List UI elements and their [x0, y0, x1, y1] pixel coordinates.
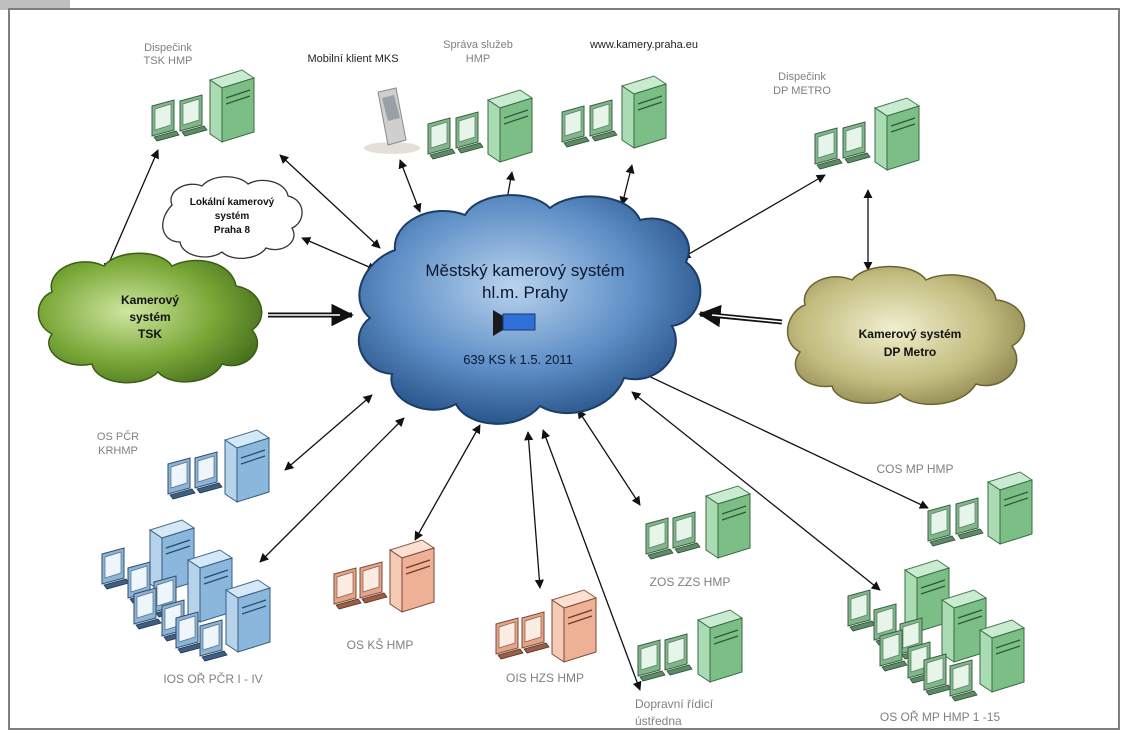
label-ios-or-pcr: IOS OŘ PČR I - IV: [163, 671, 262, 686]
label-ois-hzs: OIS HZS HMP: [506, 671, 584, 685]
label-os-pcr-line2: KRHMP: [98, 445, 138, 457]
label-metro-dispatch-line2: DP METRO: [773, 85, 831, 97]
label-os-pcr-line1: OS PČR: [97, 430, 139, 443]
central-cloud: Městský kamerový systém hl.m. Prahy 639 …: [358, 194, 702, 425]
label-metro-dispatch-line1: Dispečink: [778, 71, 826, 83]
local-cloud-line3: Praha 8: [214, 225, 251, 236]
central-title-line2: hl.m. Prahy: [482, 283, 568, 302]
computer-metro-dispatch: Dispečink DP METRO: [773, 71, 920, 171]
label-os-or-mp: OS OŘ MP HMP 1 -15: [880, 709, 1001, 724]
connectors: [104, 149, 929, 691]
connector-web-to-center: [619, 164, 635, 206]
connector-dopravni: [541, 429, 642, 691]
top-left-tab: [0, 0, 70, 10]
tsk-cloud-line1: Kamerový: [121, 293, 179, 307]
arrow-metro-cloud-highlight: [711, 314, 783, 323]
computer-cluster-os-or-mp: OS OŘ MP HMP 1 -15: [847, 559, 1025, 724]
camera-icon: [493, 310, 536, 336]
computer-cos-mp: COS MP HMP: [876, 462, 1033, 547]
label-tsk-dispatch-line2: TSK HMP: [144, 55, 193, 67]
computer-sprava-sluzeb: Správa služeb HMP: [427, 39, 533, 163]
computer-cluster-ios-or-pcr: IOS OŘ PČR I - IV: [101, 519, 271, 686]
connector-local-to-center: [301, 237, 377, 271]
computer-os-pcr: OS PČR KRHMP: [97, 429, 270, 503]
computer-zos-zzs: ZOS ZZS HMP: [645, 485, 751, 589]
connector-ois-hzs: [524, 431, 544, 589]
metro-cloud-line1: Kamerový systém: [859, 327, 962, 341]
label-dopravni-line2: ústředna: [635, 714, 682, 728]
connector-mobile-to-center: [398, 159, 422, 213]
mobile-phone-icon: [377, 87, 407, 146]
computer-os-ks: OS KŠ HMP: [333, 539, 435, 652]
label-sprava-line2: HMP: [466, 53, 490, 65]
label-os-ks: OS KŠ HMP: [347, 637, 414, 652]
metro-cloud: Kamerový systém DP Metro: [786, 265, 1026, 406]
central-stats: 639 KS k 1.5. 2011: [463, 352, 573, 367]
metro-cloud-line2: DP Metro: [884, 345, 936, 359]
connector-os-pcr: [284, 394, 373, 471]
local-camera-cloud: Lokální kamerový systém Praha 8: [162, 176, 303, 259]
connector-os-or-mp: [631, 391, 881, 591]
connector-ios-or-pcr: [259, 417, 405, 563]
central-title-line1: Městský kamerový systém: [425, 261, 624, 280]
local-cloud-line1: Lokální kamerový: [190, 197, 275, 208]
computer-ois-hzs: OIS HZS HMP: [495, 589, 597, 685]
label-tsk-dispatch-line1: Dispečink: [144, 42, 192, 54]
label-zos-zzs: ZOS ZZS HMP: [650, 575, 731, 589]
local-cloud-line2: systém: [215, 211, 250, 222]
label-dopravni-line1: Dopravní řídicí: [635, 697, 714, 711]
connector-tsk-dispatch-to-tsk-cloud: [104, 149, 159, 273]
tsk-cloud-line3: TSK: [138, 327, 162, 341]
label-mobile-client: Mobilní klient MKS: [307, 53, 398, 65]
tsk-cloud: Kamerový systém TSK: [37, 252, 263, 384]
connector-metro-dispatch-to-center: [681, 174, 826, 259]
label-web-kamery: www.kamery.praha.eu: [589, 39, 698, 51]
connector-os-ks: [414, 424, 481, 541]
computer-web-kamery: www.kamery.praha.eu: [561, 39, 698, 149]
label-cos-mp: COS MP HMP: [876, 462, 953, 476]
connector-zos-zzs: [577, 409, 641, 506]
connector-tsk-dispatch-to-center: [279, 154, 381, 249]
tsk-cloud-line2: systém: [129, 310, 170, 324]
mobile-client: Mobilní klient MKS: [307, 53, 420, 154]
computer-dopravni-ustredna: Dopravní řídicí ústředna: [635, 609, 743, 728]
computer-tsk-dispatch: Dispečink TSK HMP: [144, 42, 255, 143]
label-sprava-line1: Správa služeb: [443, 39, 513, 51]
